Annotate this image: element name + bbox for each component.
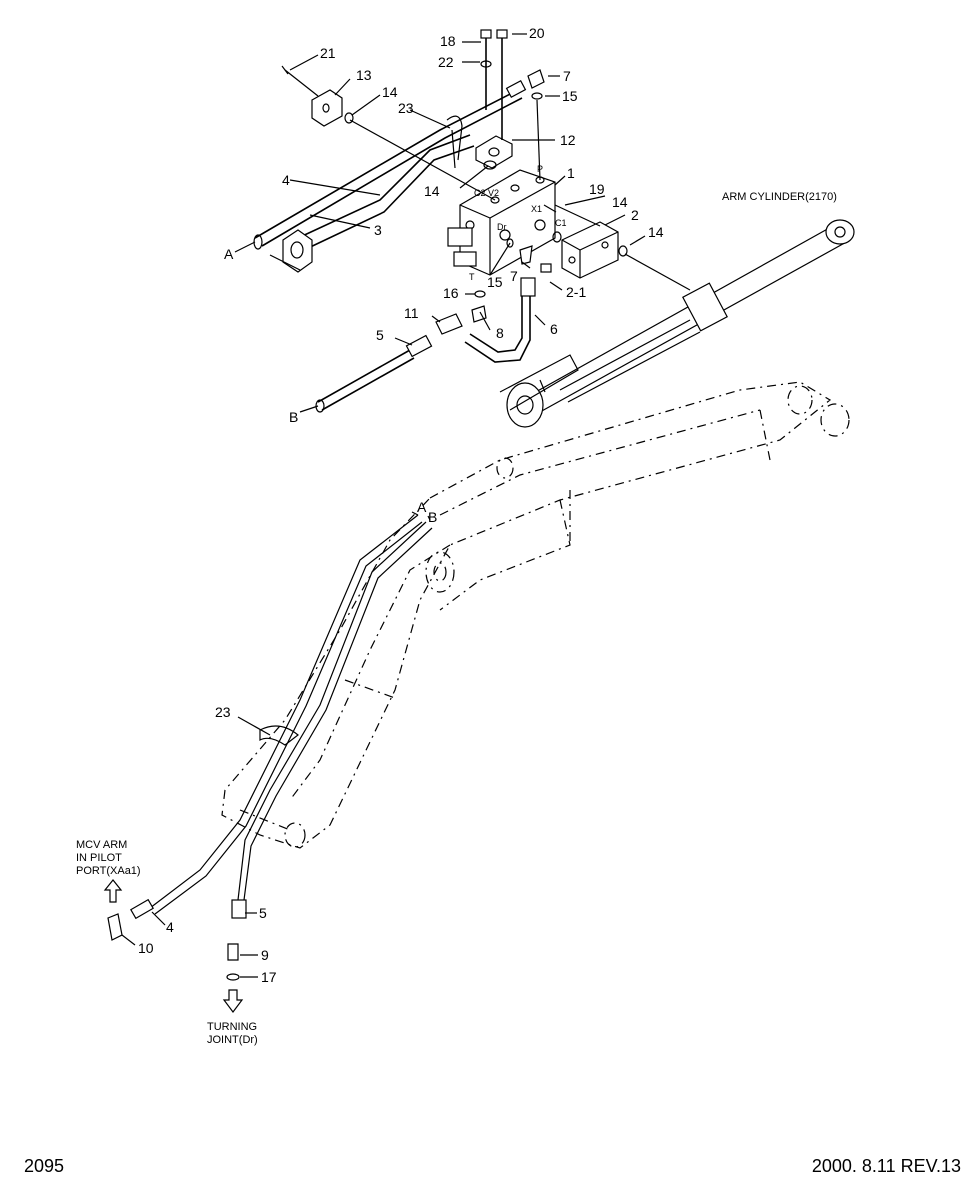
callout-7b: 7 [510, 268, 518, 284]
arm-cylinder [499, 219, 855, 428]
boom-outline [221, 381, 850, 849]
fittings [344, 69, 628, 335]
port-c1: C1 [555, 218, 567, 228]
callout-7a: 7 [563, 68, 571, 84]
o-ring-14b [483, 160, 497, 170]
callout-4: 4 [282, 172, 290, 188]
hose-6 [464, 277, 536, 363]
down-arrow-icon [222, 989, 244, 1013]
hose-end-b-boom: B [428, 509, 437, 525]
hose-end-a-top: A [224, 246, 234, 262]
elbow-7b [519, 245, 533, 265]
o-ring-16 [474, 290, 486, 298]
hose-end-a-boom: A [417, 499, 427, 515]
callout-16: 16 [443, 285, 459, 301]
port-c2: C2 [474, 188, 486, 198]
flange-12 [475, 29, 513, 169]
callout-21: 21 [320, 45, 336, 61]
hose-end-b-top: B [289, 409, 298, 425]
callout-13: 13 [356, 67, 372, 83]
callout-5b: 5 [259, 905, 267, 921]
adapter-11 [435, 313, 463, 335]
o-ring-14d [618, 245, 628, 257]
callout-14a: 14 [382, 84, 398, 100]
port-v2: V2 [488, 188, 499, 198]
mcv-label-line-3: PORT(XAa1) [76, 865, 141, 877]
arm-cylinder-label: ARM CYLINDER(2170) [722, 191, 837, 203]
hose-4-and-pipe-3 [253, 80, 527, 273]
annotations: ARM CYLINDER(2170) MCV ARM IN PILOT PORT… [76, 191, 837, 1046]
callout-11: 11 [404, 305, 419, 321]
block-2 [540, 221, 619, 279]
callout-20: 20 [529, 25, 545, 41]
callout-18: 18 [440, 33, 456, 49]
o-ring-14c [552, 231, 562, 243]
boom-hoses [107, 514, 433, 981]
turning-joint-line-2: JOINT(Dr) [207, 1034, 258, 1046]
callout-1: 1 [567, 165, 575, 181]
callout-6: 6 [550, 321, 558, 337]
callouts: 21 13 14 23 18 20 22 7 15 12 4 14 1 19 1… [138, 25, 664, 985]
arrows [103, 879, 244, 1013]
elbow-7a [527, 69, 545, 89]
mcv-label-line-2: IN PILOT [76, 852, 122, 864]
port-dr: Dr [497, 222, 507, 232]
port-p: P [537, 164, 543, 174]
port-t: T [469, 272, 475, 282]
callout-12: 12 [560, 132, 576, 148]
mcv-label-line-1: MCV ARM [76, 839, 127, 851]
callout-23a: 23 [398, 100, 414, 116]
callout-15b: 15 [487, 274, 503, 290]
callout-8: 8 [496, 325, 504, 341]
turning-joint-line-1: TURNING [207, 1021, 257, 1033]
revision-date: 2000. 8.11 REV.13 [811, 1156, 961, 1176]
callout-23b: 23 [215, 704, 231, 720]
fitting-8 [471, 305, 487, 323]
callout-3: 3 [374, 222, 382, 238]
callout-2: 2 [631, 207, 639, 223]
callout-9: 9 [261, 947, 269, 963]
clamp-23-top [446, 115, 463, 169]
port-x1: X1 [531, 204, 542, 214]
callout-4b: 4 [166, 919, 174, 935]
up-arrow-icon [103, 879, 123, 903]
o-ring-14a [344, 112, 354, 124]
callout-14d: 14 [648, 224, 664, 240]
page-number: 2095 [24, 1156, 65, 1176]
port-labels: V2 P C2 Dr C1 T X1 [469, 164, 567, 282]
leader-lines [121, 33, 691, 978]
plate-13 [281, 65, 343, 127]
o-ring-15a [531, 92, 543, 100]
callout-22: 22 [438, 54, 454, 70]
o-ring-15b [506, 238, 514, 248]
callout-19: 19 [589, 181, 605, 197]
callout-15a: 15 [562, 88, 578, 104]
hose-5-top [315, 334, 433, 413]
callout-2-1: 2-1 [566, 284, 586, 300]
callout-14b: 14 [424, 183, 440, 199]
callout-10: 10 [138, 940, 154, 956]
callout-14c: 14 [612, 194, 628, 210]
callout-17: 17 [261, 969, 277, 985]
callout-5: 5 [376, 327, 384, 343]
